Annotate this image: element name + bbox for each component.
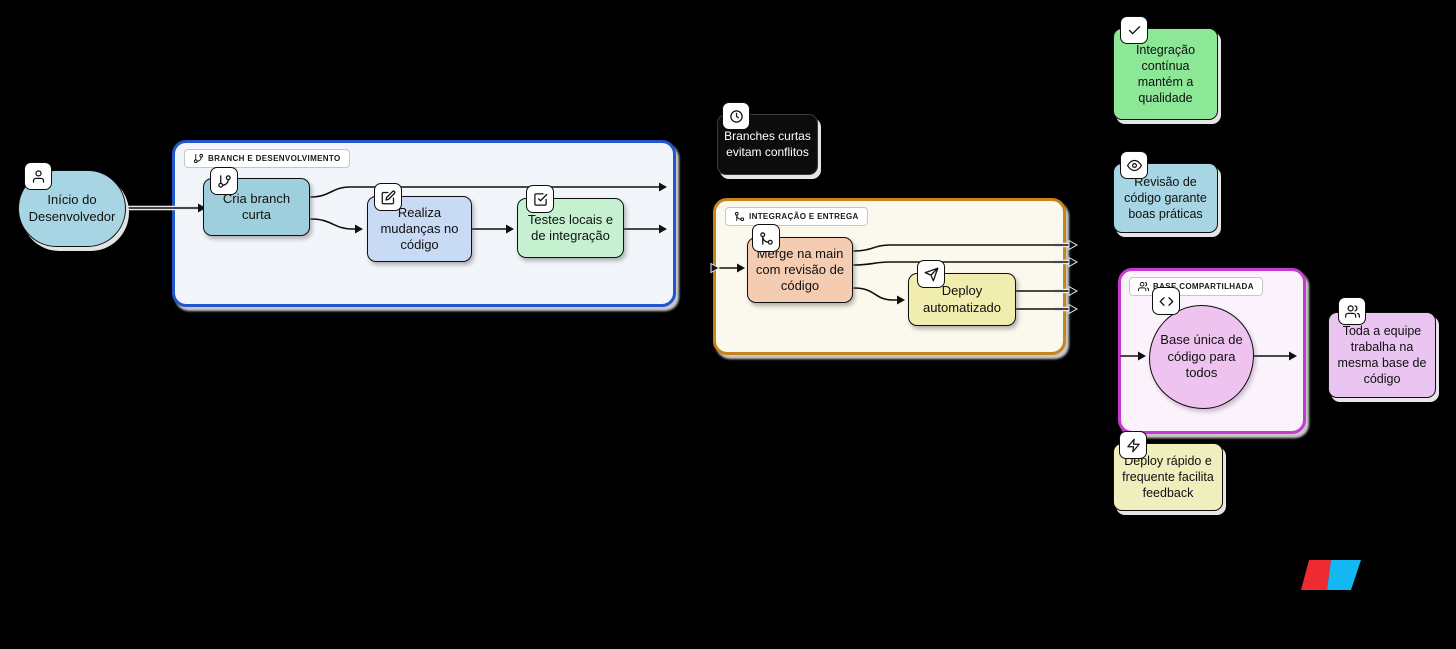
node-realiza-mudancas-label: Realiza mudanças no código bbox=[380, 204, 459, 253]
note-deploy-rapido-label: Deploy rápido e frequente facilita feedb… bbox=[1122, 453, 1214, 501]
node-base-unica-label: Base única de código para todos bbox=[1160, 331, 1243, 381]
connector-cria-to-realiza bbox=[310, 218, 356, 230]
note-revisao-codigo-label: Revisão de código garante boas práticas bbox=[1124, 174, 1207, 222]
clock-badge bbox=[722, 102, 750, 130]
git-branch-badge bbox=[210, 167, 238, 195]
check-square-icon bbox=[533, 192, 547, 206]
node-inicio-label: Início do Desenvolvedor bbox=[28, 191, 116, 224]
node-deploy-automatizado-label: Deploy automatizado bbox=[922, 283, 1002, 315]
connector-merge-out-1 bbox=[853, 244, 1070, 252]
connector-arrowheads bbox=[198, 182, 1297, 361]
git-merge-icon bbox=[734, 211, 745, 222]
connector-merge-out-2 bbox=[853, 261, 1070, 266]
group-integracao-label: INTEGRAÇÃO E ENTREGA bbox=[725, 207, 868, 226]
note-equipe-base-label: Toda a equipe trabalha na mesma base de … bbox=[1337, 323, 1427, 387]
git-merge-icon bbox=[759, 231, 773, 245]
users-icon bbox=[1138, 281, 1149, 292]
note-integracao-continua-label: Integração contínua mantém a qualidade bbox=[1135, 42, 1196, 106]
git-branch-icon bbox=[193, 153, 204, 164]
check-square-badge bbox=[526, 185, 554, 213]
code-badge bbox=[1152, 287, 1180, 315]
users-badge bbox=[1338, 297, 1366, 325]
check-icon bbox=[1128, 25, 1140, 34]
users-icon bbox=[1344, 304, 1360, 318]
connector-lines bbox=[124, 186, 1290, 357]
zap-icon bbox=[1126, 438, 1140, 452]
edit-badge bbox=[374, 183, 402, 211]
node-testes-locais-label: Testes locais e de integração bbox=[527, 211, 614, 243]
git-merge-badge bbox=[752, 224, 780, 252]
node-base-unica: Base única de código para todos bbox=[1149, 305, 1254, 409]
note-equipe-base: Toda a equipe trabalha na mesma base de … bbox=[1328, 312, 1436, 398]
zap-badge bbox=[1119, 431, 1147, 459]
connector-cria-out-top bbox=[310, 186, 660, 198]
logo-cyan-shape bbox=[1327, 560, 1361, 590]
group-base-title: BASE COMPARTILHADA bbox=[1153, 282, 1254, 291]
node-merge-main: Merge na main com revisão de código bbox=[747, 237, 853, 303]
napkin-logo bbox=[1301, 560, 1361, 590]
note-branches-curtas: Branches curtas evitam conflitos bbox=[717, 114, 818, 175]
connector-merge-to-deploy bbox=[853, 287, 898, 301]
code-icon bbox=[1159, 296, 1173, 306]
eye-badge bbox=[1120, 151, 1148, 179]
note-deploy-rapido: Deploy rápido e frequente facilita feedb… bbox=[1113, 443, 1223, 511]
send-icon bbox=[924, 267, 938, 281]
git-branch-icon bbox=[217, 174, 231, 188]
node-merge-main-label: Merge na main com revisão de código bbox=[755, 245, 845, 294]
group-branch-label: BRANCH E DESENVOLVIMENTO bbox=[184, 149, 350, 168]
edit-icon bbox=[381, 190, 395, 204]
note-branches-curtas-label: Branches curtas evitam conflitos bbox=[724, 128, 811, 159]
node-cria-branch: Cria branch curta bbox=[203, 178, 310, 236]
send-badge bbox=[917, 260, 945, 288]
user-badge bbox=[24, 162, 52, 190]
logo-red-shape bbox=[1301, 560, 1331, 590]
clock-icon bbox=[729, 109, 743, 123]
group-integracao-title: INTEGRAÇÃO E ENTREGA bbox=[749, 212, 859, 221]
node-cria-branch-label: Cria branch curta bbox=[222, 190, 291, 222]
user-icon bbox=[32, 169, 44, 183]
group-branch-title: BRANCH E DESENVOLVIMENTO bbox=[208, 154, 341, 163]
eye-icon bbox=[1126, 159, 1142, 171]
check-badge bbox=[1120, 16, 1148, 44]
